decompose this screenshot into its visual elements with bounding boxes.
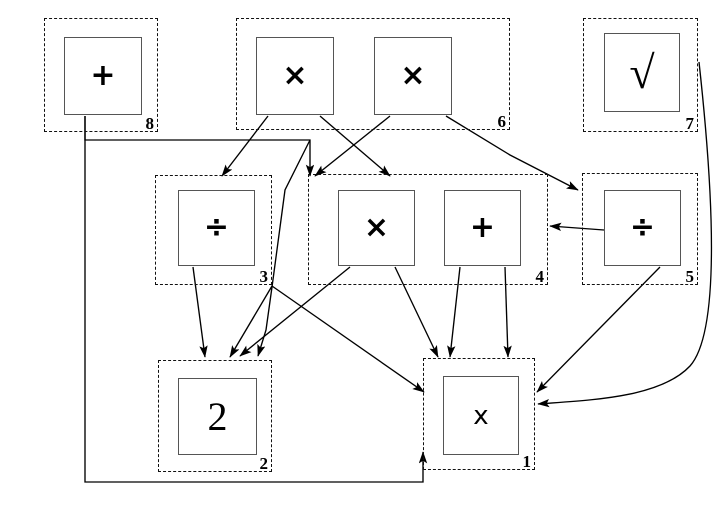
edge-g3-to-g2	[229, 285, 273, 358]
group-box-5: 5	[582, 173, 698, 285]
edge-n4a-to-g1	[394, 266, 439, 358]
edge-g3-to-g1	[271, 285, 425, 393]
group-label-4: 4	[535, 267, 545, 286]
node-n8[interactable]: +	[64, 37, 142, 115]
divide-icon: ÷	[203, 210, 230, 245]
node-n6b[interactable]: ×	[374, 37, 452, 115]
node-n7[interactable]: √	[604, 33, 680, 112]
group-box-2: 2	[158, 360, 272, 472]
node-n5[interactable]: ÷	[604, 190, 681, 266]
group-box-7: 7	[583, 18, 698, 132]
variable-x: x	[473, 400, 489, 431]
node-n6a[interactable]: ×	[256, 37, 334, 115]
edge-n4b-to-g1	[447, 266, 461, 358]
node-n2[interactable]: 2	[178, 378, 257, 455]
square-root-icon: √	[629, 46, 655, 98]
node-n4b[interactable]: +	[444, 190, 521, 266]
node-n4a[interactable]: ×	[338, 190, 415, 266]
plus-icon: +	[469, 210, 496, 245]
group-box-4: 4	[308, 174, 548, 285]
multiply-icon: ×	[400, 58, 426, 93]
node-n1[interactable]: x	[443, 376, 519, 455]
group-label-1: 1	[522, 452, 532, 471]
group-box-8: 8	[44, 18, 158, 132]
edge-n5-to-g4	[549, 222, 605, 232]
edge-n5-to-g1	[536, 266, 661, 393]
edge-n6a-to-g3	[221, 115, 269, 177]
divide-icon: ÷	[629, 210, 656, 245]
group-box-1: 1	[423, 358, 535, 470]
multiply-icon: ×	[363, 210, 390, 245]
edge-paths	[84, 61, 713, 483]
multiply-icon: ×	[282, 58, 308, 93]
group-box-3: 3	[155, 175, 272, 285]
node-n3[interactable]: ÷	[178, 190, 255, 266]
group-label-2: 2	[259, 454, 269, 473]
number-two: 2	[207, 393, 228, 439]
edge-n7-to-g1	[537, 61, 713, 408]
group-label-5: 5	[685, 267, 695, 286]
group-label-3: 3	[259, 267, 269, 286]
plus-icon: +	[90, 58, 116, 93]
edge-g6-to-g3	[257, 139, 311, 357]
edge-n4a-to-g2	[239, 266, 351, 357]
group-box-6: 6	[236, 18, 510, 130]
group-label-6: 6	[497, 112, 507, 131]
edge-n3-to-g2	[192, 266, 208, 358]
group-label-7: 7	[685, 114, 695, 133]
edge-n6b-to-g4	[314, 115, 391, 177]
edge-n6a-to-g4	[319, 115, 391, 177]
edge-n4b-to-g1	[503, 266, 512, 358]
group-label-8: 8	[145, 114, 155, 133]
